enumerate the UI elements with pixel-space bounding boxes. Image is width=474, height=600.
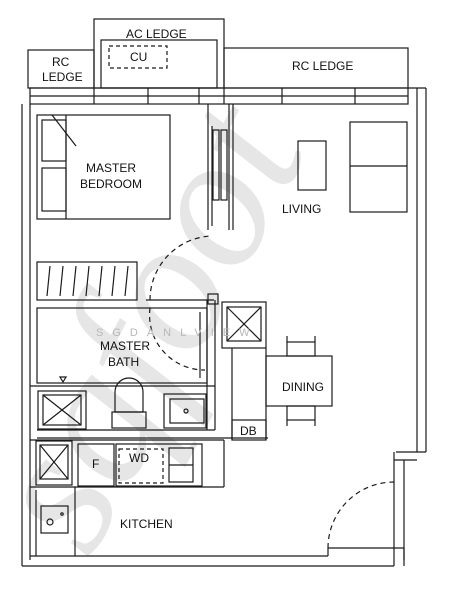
coffee-table [297, 140, 327, 191]
cu-label: CU [130, 50, 147, 64]
bedroom-living-partition [207, 104, 234, 230]
fridge [77, 443, 115, 487]
kitchen-label: KITCHEN [120, 517, 173, 531]
washer-dryer-label: WD [129, 451, 149, 465]
rc-ledge-right-label: RC LEDGE [292, 59, 353, 73]
condenser-unit [108, 45, 168, 69]
dining-label: DINING [282, 380, 324, 394]
rc-ledge-left-label-1: RC [52, 55, 70, 69]
toilet [111, 377, 147, 429]
vent-marker [58, 376, 68, 384]
watermark-glyph: sqfoot [0, 67, 347, 579]
master-bedroom-label-2: BEDROOM [80, 177, 142, 191]
washer-dryer [115, 443, 203, 487]
db-label: DB [240, 424, 257, 438]
master-bath-label-2: BATH [108, 355, 139, 369]
basin [163, 393, 207, 429]
entrance-door-swing [327, 481, 395, 549]
kitchen-counter [30, 439, 225, 488]
watermark-text: SGDANLVIEW [96, 327, 259, 339]
master-bedroom-label-1: MASTER [86, 161, 136, 175]
master-bath-label-1: MASTER [100, 339, 150, 353]
shower [37, 390, 87, 430]
dining-set [265, 336, 333, 426]
fridge-label: F [92, 457, 99, 471]
rc-ledge-left-label-2: LEDGE [42, 70, 83, 84]
sofa [349, 121, 408, 213]
master-bed [36, 114, 171, 220]
master-bath-walls [30, 300, 268, 439]
kitchen-shaft [35, 440, 73, 486]
utility-shaft [221, 301, 267, 349]
kitchen-sink-counter [35, 487, 76, 556]
exterior-walls [21, 87, 427, 567]
wardrobe [36, 261, 138, 301]
ac-ledge-label: AC LEDGE [126, 27, 187, 41]
db-cabinet [231, 419, 267, 441]
bath-door-swing [148, 307, 206, 371]
bedroom-door-swing [149, 235, 213, 301]
living-label: LIVING [282, 202, 321, 216]
